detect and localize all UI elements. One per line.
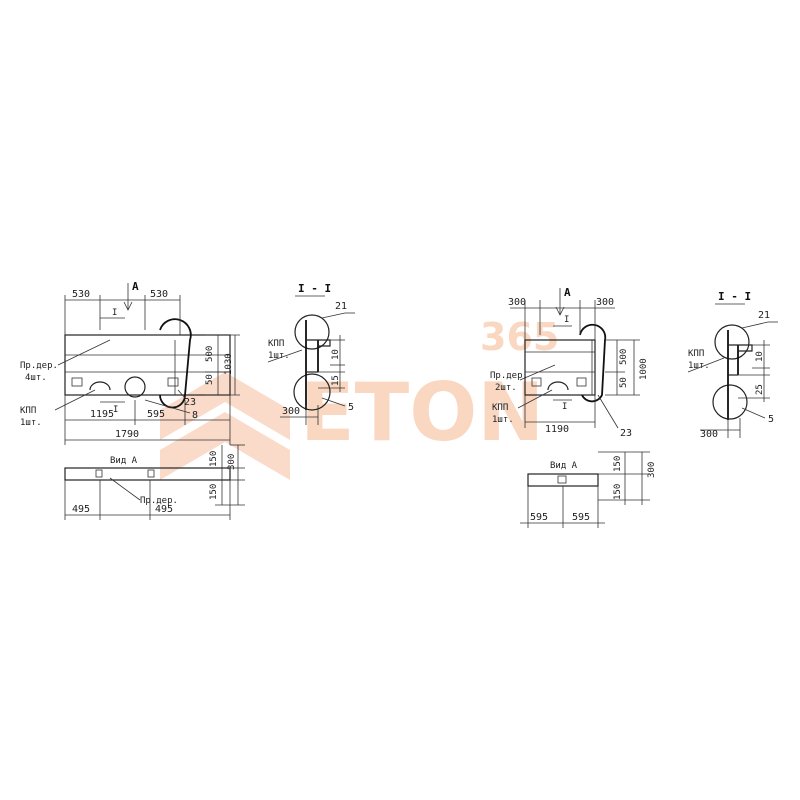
left-view-a: Вид А 495 495 Пр.дер. 150 150 300	[64, 444, 245, 520]
right-plan-label-pr-der: Пр.дер.	[490, 371, 528, 381]
right-plan-view: 300 300 A I I 500 50 1000 1190 Пр.дер. 2…	[490, 286, 649, 439]
left-view-label-pr-der: Пр.дер.	[140, 496, 178, 506]
right-plan-dim-side-total: 1000	[639, 358, 649, 380]
right-view-a: Вид А 595 595 150 150 300	[520, 451, 657, 528]
left-plan-dim-top-left: 530	[72, 289, 90, 300]
left-section-title: I - I	[298, 282, 331, 295]
left-plan-callout-23: 23	[184, 397, 196, 408]
right-plan-dim-side-upper: 500	[619, 349, 629, 365]
right-view-dim-h-upper: 150	[613, 456, 623, 472]
left-plan-dim-side-total: 1030	[224, 353, 234, 375]
right-plan-label-pr-der-qty: 2шт.	[495, 383, 517, 393]
left-plan-dim-bottom-center: 1195	[90, 409, 114, 420]
left-plan-section-mark-top: I	[112, 308, 117, 318]
watermark-logo-mark	[160, 372, 290, 480]
left-plan-view: 530 530 A I I 500 50 1030 1195 595 1790 …	[20, 280, 240, 445]
right-view-dim-left: 595	[530, 512, 548, 523]
left-section-i-i: I - I 21 КПП 1шт. 10 15 300 5	[267, 282, 355, 425]
left-view-dim-right: 495	[155, 504, 173, 515]
right-plan-section-mark-bottom: I	[562, 402, 567, 412]
left-plan-label-pr-der: Пр.дер.	[20, 361, 58, 371]
right-plan-label-kpp: КПП	[492, 403, 508, 413]
right-plan-view-arrow: A	[564, 286, 571, 299]
right-section-dim-300: 300	[700, 429, 718, 440]
right-plan-callout-23: 23	[620, 428, 632, 439]
left-plan-dim-top-right: 530	[150, 289, 168, 300]
left-section-label-kpp: КПП	[268, 339, 284, 349]
left-section-label-kpp-qty: 1шт.	[268, 351, 290, 361]
right-view-dim-right: 595	[572, 512, 590, 523]
left-view-dim-h-total: 300	[227, 454, 237, 470]
right-section-dim-25: 25	[755, 384, 765, 395]
left-plan-dim-side-lower: 50	[205, 374, 215, 385]
right-section-i-i: I - I 21 КПП 1шт. 10 25 300 5	[687, 290, 778, 440]
left-section-dim-15: 15	[331, 375, 341, 386]
right-section-dim-10: 10	[755, 351, 765, 362]
left-view-title: Вид А	[110, 456, 138, 466]
left-section-dim-300: 300	[282, 406, 300, 417]
right-section-callout-21: 21	[758, 310, 770, 321]
right-section-callout-5: 5	[768, 414, 774, 425]
right-plan-section-mark-top: I	[564, 315, 569, 325]
left-plan-dim-bottom-right: 595	[147, 409, 165, 420]
right-plan-dim-top-left: 300	[508, 297, 526, 308]
right-plan-dim-top-right: 300	[596, 297, 614, 308]
left-plan-view-arrow: A	[132, 280, 139, 293]
watermark-brand: ETON	[300, 366, 544, 459]
left-plan-label-kpp: КПП	[20, 406, 36, 416]
right-plan-dim-side-lower: 50	[619, 377, 629, 388]
right-plan-dim-bottom-center: 1190	[545, 424, 569, 435]
left-plan-section-mark-bottom: I	[113, 405, 118, 415]
left-plan-label-kpp-qty: 1шт.	[20, 418, 42, 428]
right-plan-label-kpp-qty: 1шт.	[492, 415, 514, 425]
left-section-dim-10: 10	[331, 349, 341, 360]
right-section-title: I - I	[718, 290, 751, 303]
left-plan-dim-side-upper: 500	[205, 346, 215, 362]
left-section-callout-21: 21	[335, 301, 347, 312]
left-plan-dim-total: 1790	[115, 429, 139, 440]
right-section-label-kpp-qty: 1шт.	[688, 361, 710, 371]
left-plan-callout-8: 8	[192, 410, 198, 421]
left-plan-label-pr-der-qty: 4шт.	[25, 373, 47, 383]
left-section-callout-5: 5	[348, 402, 354, 413]
right-view-title: Вид А	[550, 461, 578, 471]
watermark: ETON 365	[160, 315, 559, 480]
right-view-dim-h-total: 300	[647, 462, 657, 478]
left-view-dim-h-lower: 150	[209, 484, 219, 500]
left-view-dim-h-upper: 150	[209, 451, 219, 467]
right-section-label-kpp: КПП	[688, 349, 704, 359]
right-view-dim-h-lower: 150	[613, 484, 623, 500]
left-view-dim-left: 495	[72, 504, 90, 515]
